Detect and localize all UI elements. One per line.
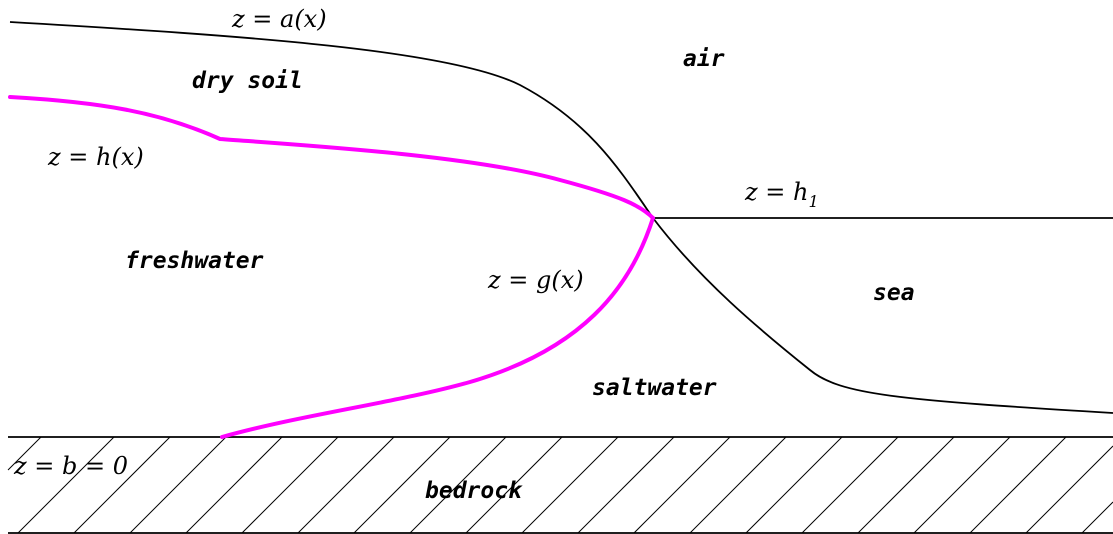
hatch-line	[969, 436, 1067, 534]
curve-label-h1-main: z = h	[744, 178, 808, 206]
region-label-freshwater: freshwater	[125, 248, 264, 274]
region-label-dry-soil: dry soil	[192, 68, 303, 94]
region-label-sea: sea	[873, 280, 915, 306]
curve-label-g: z = g(x)	[487, 266, 584, 294]
hatch-line	[185, 436, 283, 534]
hatch-line	[241, 436, 339, 534]
region-label-air: air	[683, 46, 725, 72]
hatch-line	[409, 436, 507, 534]
region-label-bedrock: bedrock	[425, 478, 523, 504]
hatch-line	[1081, 501, 1113, 534]
hatch-line	[7, 436, 42, 471]
curve-label-h: z = h(x)	[47, 143, 144, 171]
region-label-saltwater: saltwater	[592, 375, 717, 401]
curve-label-h1-subscript: 1	[808, 192, 818, 211]
curve-label-h1: z = h1	[744, 178, 819, 211]
hatch-line	[17, 436, 115, 534]
hatch-line	[913, 436, 1011, 534]
hatch-line	[73, 436, 171, 534]
ground-surface-curve	[9, 21, 654, 219]
hatch-line	[633, 436, 731, 534]
hatch-line	[577, 436, 675, 534]
curve-label-b: z = b = 0	[13, 452, 128, 480]
curve-label-a: z = a(x)	[231, 5, 327, 33]
interface-curve	[220, 216, 655, 439]
seabed-curve	[652, 217, 1113, 414]
hatch-line	[297, 436, 395, 534]
hatch-line	[857, 436, 955, 534]
hatch-line	[801, 436, 899, 534]
hatch-line	[745, 436, 843, 534]
bedrock-hatching	[7, 436, 1113, 534]
hatch-line	[465, 436, 563, 534]
hatch-line	[521, 436, 619, 534]
hatch-line	[689, 436, 787, 534]
water-table-curve	[8, 95, 655, 220]
hatch-line	[1025, 445, 1113, 534]
hatch-line	[353, 436, 451, 534]
hatch-line	[129, 436, 227, 534]
